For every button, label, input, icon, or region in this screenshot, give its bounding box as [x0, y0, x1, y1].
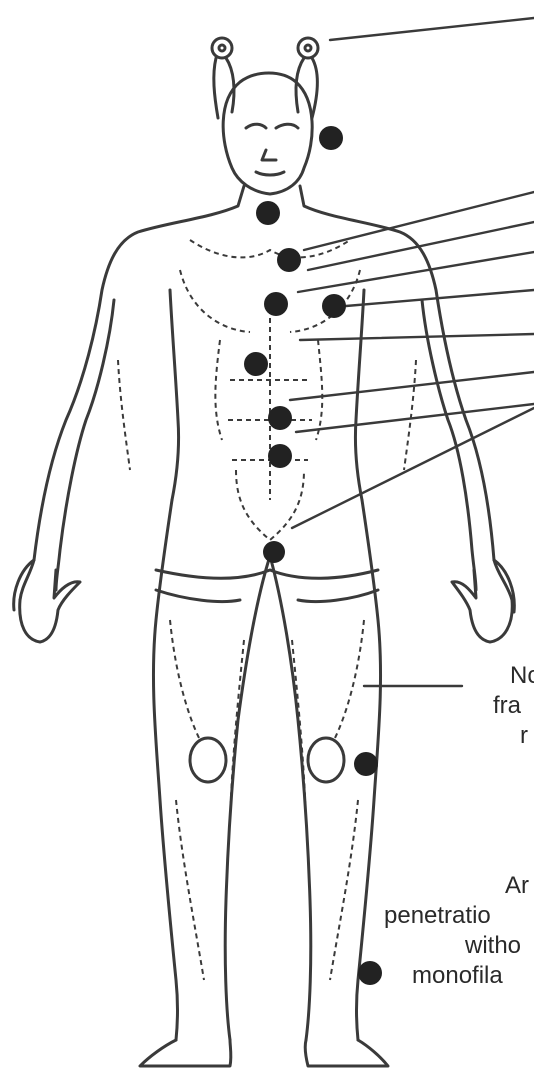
leg-dot [354, 752, 378, 776]
left-foot [140, 1040, 231, 1066]
leader-line-8 [292, 408, 534, 528]
left-knee [190, 738, 226, 782]
leader-lines [290, 18, 534, 686]
right-hand [452, 560, 514, 642]
leader-line-2 [308, 222, 534, 270]
leader-line-1 [304, 192, 534, 250]
neck-dot [256, 201, 280, 225]
label-line-7: monofila [412, 962, 503, 990]
foot-dot [358, 961, 382, 985]
leader-line-4 [346, 290, 534, 306]
markers [244, 126, 382, 985]
leader-line-6 [290, 372, 534, 400]
lower-abdomen-dot [268, 444, 292, 468]
leader-line-3 [298, 252, 534, 292]
upper-chest-dot [277, 248, 301, 272]
leader-line-7 [296, 404, 534, 432]
right-antenna-tip [298, 38, 318, 58]
right-foot [305, 1040, 388, 1066]
right-knee [308, 738, 344, 782]
left-antenna-tip [212, 38, 232, 58]
leader-line-antenna [330, 18, 534, 40]
label-line-6: witho [465, 932, 521, 960]
legs-outline [153, 500, 380, 1040]
left-hand [14, 560, 80, 642]
label-line-1: Nc [510, 662, 534, 690]
head-dot [319, 126, 343, 150]
right-chest-dot [322, 294, 346, 318]
label-line-5: penetratio [384, 902, 491, 930]
label-line-4: Ar [505, 872, 529, 900]
groin-dot [263, 541, 285, 563]
label-line-3: r [520, 722, 528, 750]
muscle-contours [118, 240, 416, 980]
navel-dot [268, 406, 292, 430]
leader-line-5 [300, 334, 534, 340]
left-abdomen-dot [244, 352, 268, 376]
label-line-2: fra [493, 692, 521, 720]
sternum-dot [264, 292, 288, 316]
right-antenna [296, 58, 317, 118]
